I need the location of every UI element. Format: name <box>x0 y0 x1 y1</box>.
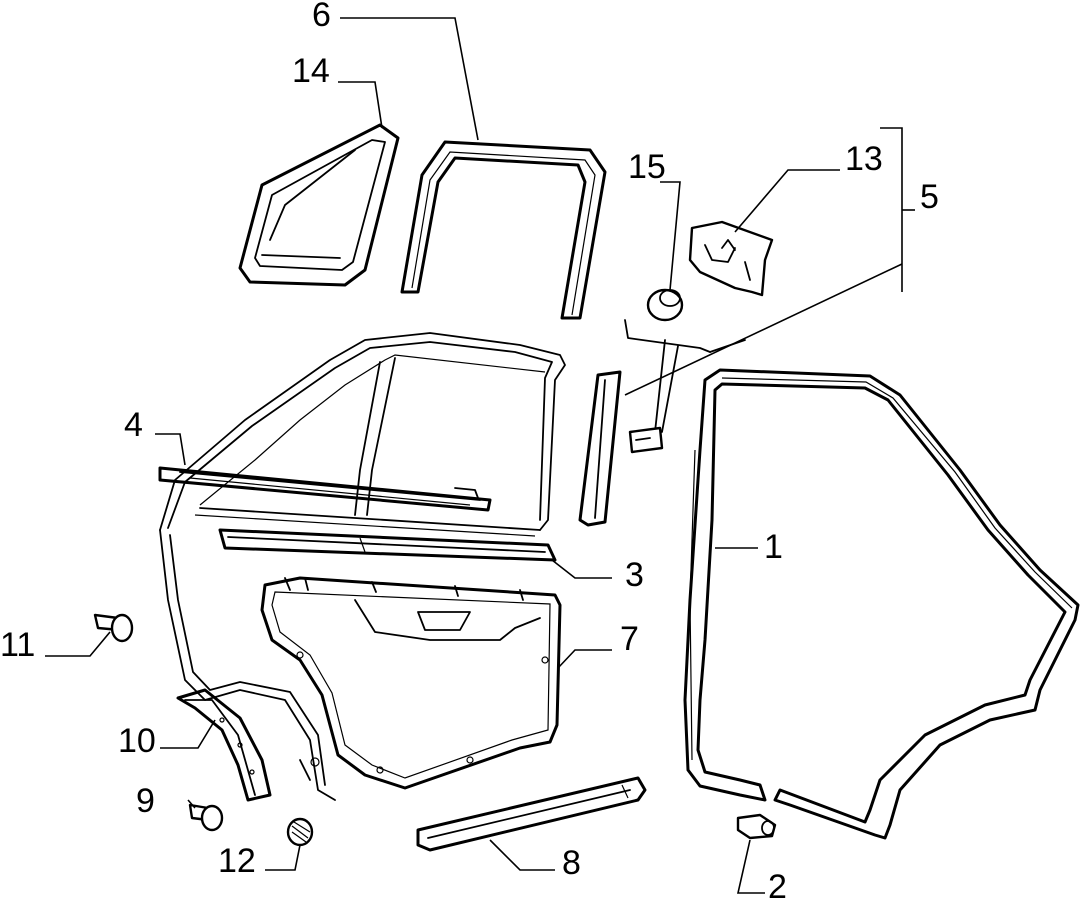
leader-lines <box>45 17 915 894</box>
callout-9: 9 <box>136 782 155 820</box>
part-12-grommet <box>286 817 314 847</box>
part-11-screw <box>93 613 134 643</box>
callout-15: 15 <box>628 148 666 186</box>
callout-4: 4 <box>124 406 143 444</box>
part-2-fastener <box>736 813 777 840</box>
callout-13: 13 <box>845 140 883 178</box>
callout-2: 2 <box>768 868 787 903</box>
callout-7: 7 <box>620 620 639 658</box>
part-1-door-weatherstrip <box>683 368 1080 840</box>
callout-1: 1 <box>764 528 783 566</box>
part-7-door-trim-panel <box>260 576 562 790</box>
callout-5: 5 <box>920 178 939 216</box>
part-10-wheel-arch-molding <box>176 688 272 802</box>
callout-14: 14 <box>292 52 330 90</box>
callout-8: 8 <box>562 844 581 882</box>
part-13-clip <box>688 220 774 297</box>
callout-11: 11 <box>0 626 35 664</box>
part-9-screw <box>188 803 224 832</box>
part-3-inner-belt-strip <box>218 528 557 562</box>
part-8-rocker-molding <box>416 776 647 852</box>
part-5-pillar-molding <box>578 319 746 527</box>
callout-10: 10 <box>118 722 156 760</box>
part-4-belt-molding <box>158 466 492 512</box>
part-14-quarter-window-seal <box>238 123 400 287</box>
callout-numbers: 6 14 15 13 5 4 1 3 7 11 10 9 12 8 2 <box>0 0 939 903</box>
callout-12: 12 <box>218 842 256 880</box>
callout-3: 3 <box>625 556 644 594</box>
door-frame-outline <box>159 332 566 801</box>
callout-6: 6 <box>312 0 331 34</box>
part-15-plug <box>646 288 684 322</box>
part-6-glass-run-channel <box>400 140 607 320</box>
